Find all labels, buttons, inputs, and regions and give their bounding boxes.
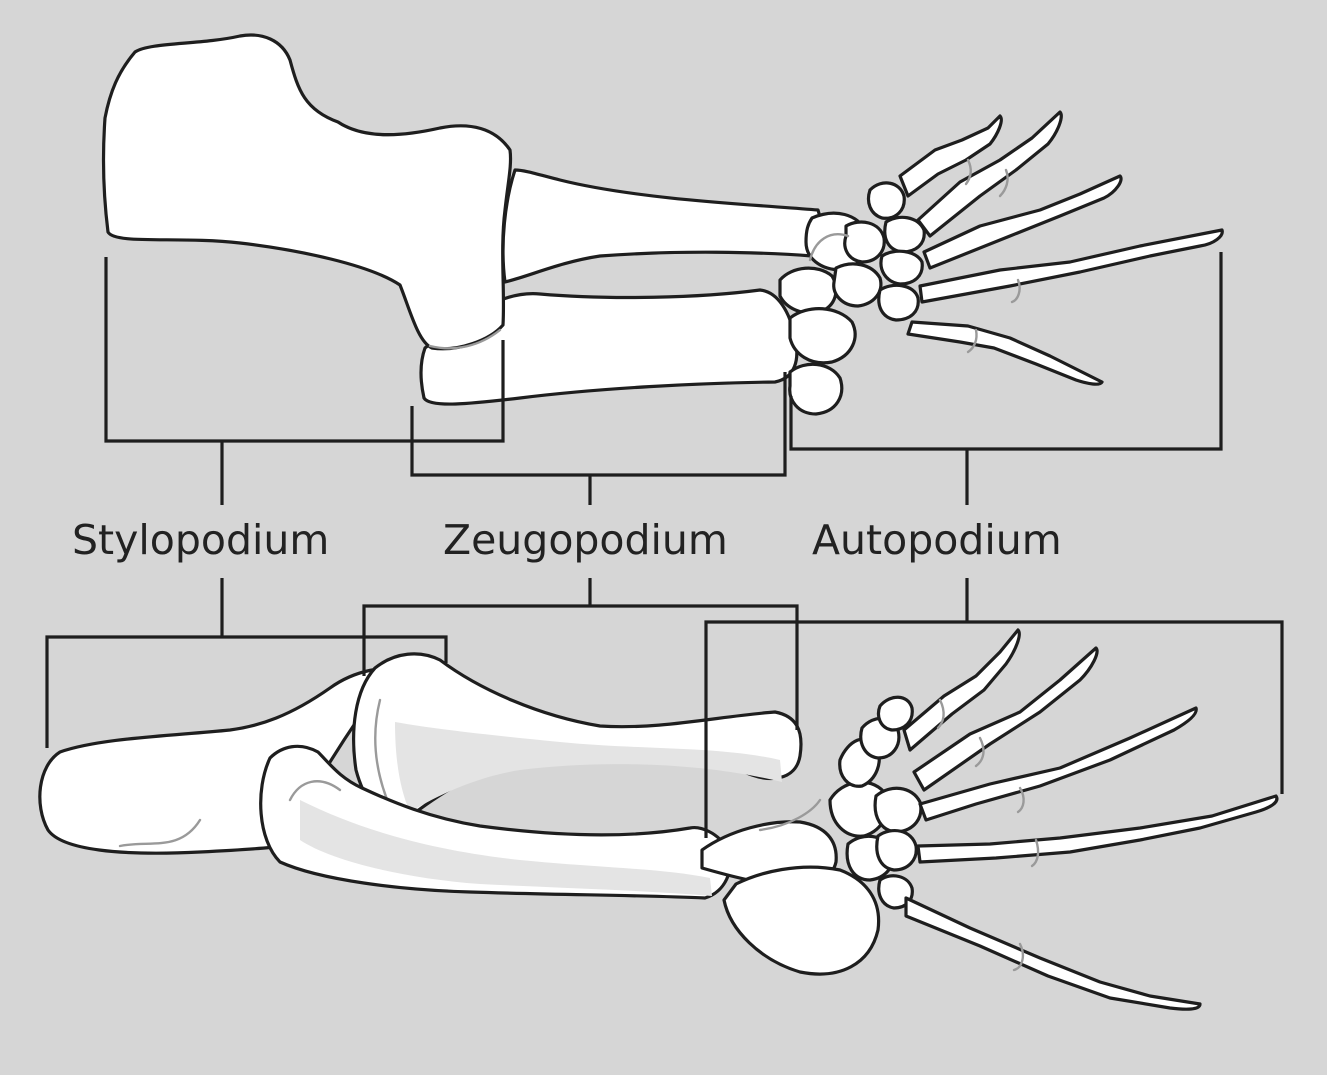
- zeugopodium-label: Zeugopodium: [443, 516, 728, 564]
- upper-carpal-5: [832, 262, 883, 308]
- lower-tarsal-10: [876, 695, 914, 732]
- upper-carpal-2: [778, 266, 838, 315]
- lower-digit-3: [918, 706, 1198, 822]
- stylopodium-bracket-top: [104, 257, 505, 505]
- upper-radius: [501, 168, 823, 284]
- lower-digit-4: [916, 794, 1279, 864]
- upper-digit-4: [918, 228, 1224, 304]
- upper-carpal-3: [788, 307, 857, 365]
- lower-digit-1: [902, 628, 1021, 752]
- lower-digit-2: [912, 646, 1099, 792]
- lower-digit-5: [904, 896, 1202, 1011]
- upper-digit-5: [906, 320, 1104, 386]
- upper-carpal-8: [883, 215, 926, 254]
- upper-carpal-7: [866, 181, 906, 220]
- stylopodium-label: Stylopodium: [72, 516, 330, 564]
- upper-digit-1: [898, 114, 1003, 198]
- upper-carpal-10: [877, 283, 920, 322]
- upper-limb-skeleton: [101, 33, 1224, 416]
- lower-tarsal-8: [875, 828, 918, 872]
- upper-ulna: [419, 288, 799, 406]
- lower-tarsal-2: [722, 865, 881, 976]
- upper-humerus: [101, 33, 513, 351]
- upper-digit-2: [916, 110, 1063, 238]
- top-brackets: [104, 252, 1223, 505]
- lower-tarsal-6: [873, 786, 923, 834]
- autopodium-bracket-bottom: [704, 578, 1284, 838]
- autopodium-label: Autopodium: [812, 516, 1062, 564]
- autopodium-bracket-top: [789, 252, 1223, 505]
- upper-carpal-6: [843, 220, 886, 264]
- bottom-brackets: [45, 578, 1284, 838]
- zeugopodium-bracket-bottom: [362, 578, 799, 730]
- upper-carpal-4: [788, 362, 844, 416]
- upper-carpal-9: [879, 249, 924, 286]
- upper-digit-3: [922, 174, 1123, 270]
- stylopodium-bracket-bottom: [45, 578, 448, 748]
- lower-limb-skeleton: [38, 628, 1279, 1011]
- zeugopodium-bracket-top: [410, 372, 787, 505]
